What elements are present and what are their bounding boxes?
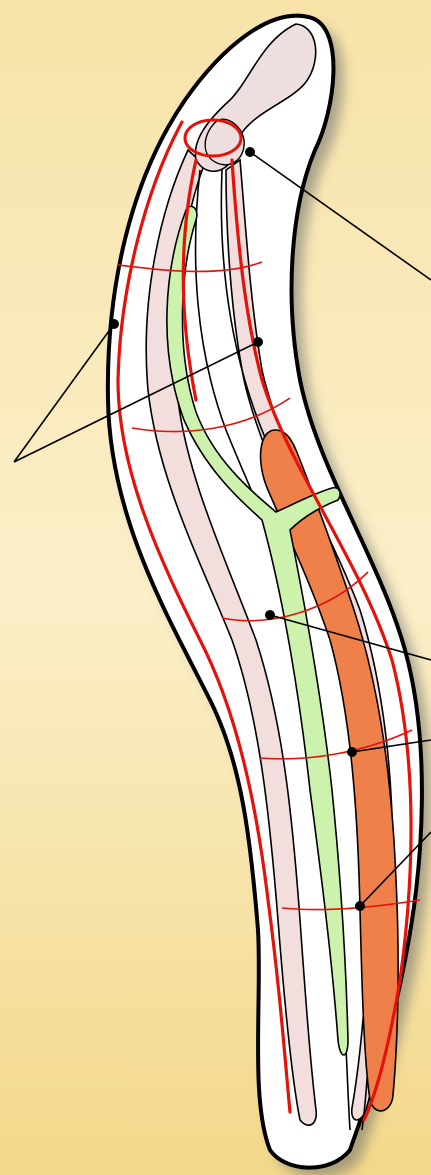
callout-dot-lateral-left [109, 319, 119, 329]
callout-dot-inner-cord [347, 747, 357, 757]
callout-dot-lateral-right [253, 337, 263, 347]
callout-dot-posterior-cord [355, 901, 365, 911]
callout-dot-canal [265, 610, 275, 620]
callout-dot-nerve-ring [245, 147, 255, 157]
